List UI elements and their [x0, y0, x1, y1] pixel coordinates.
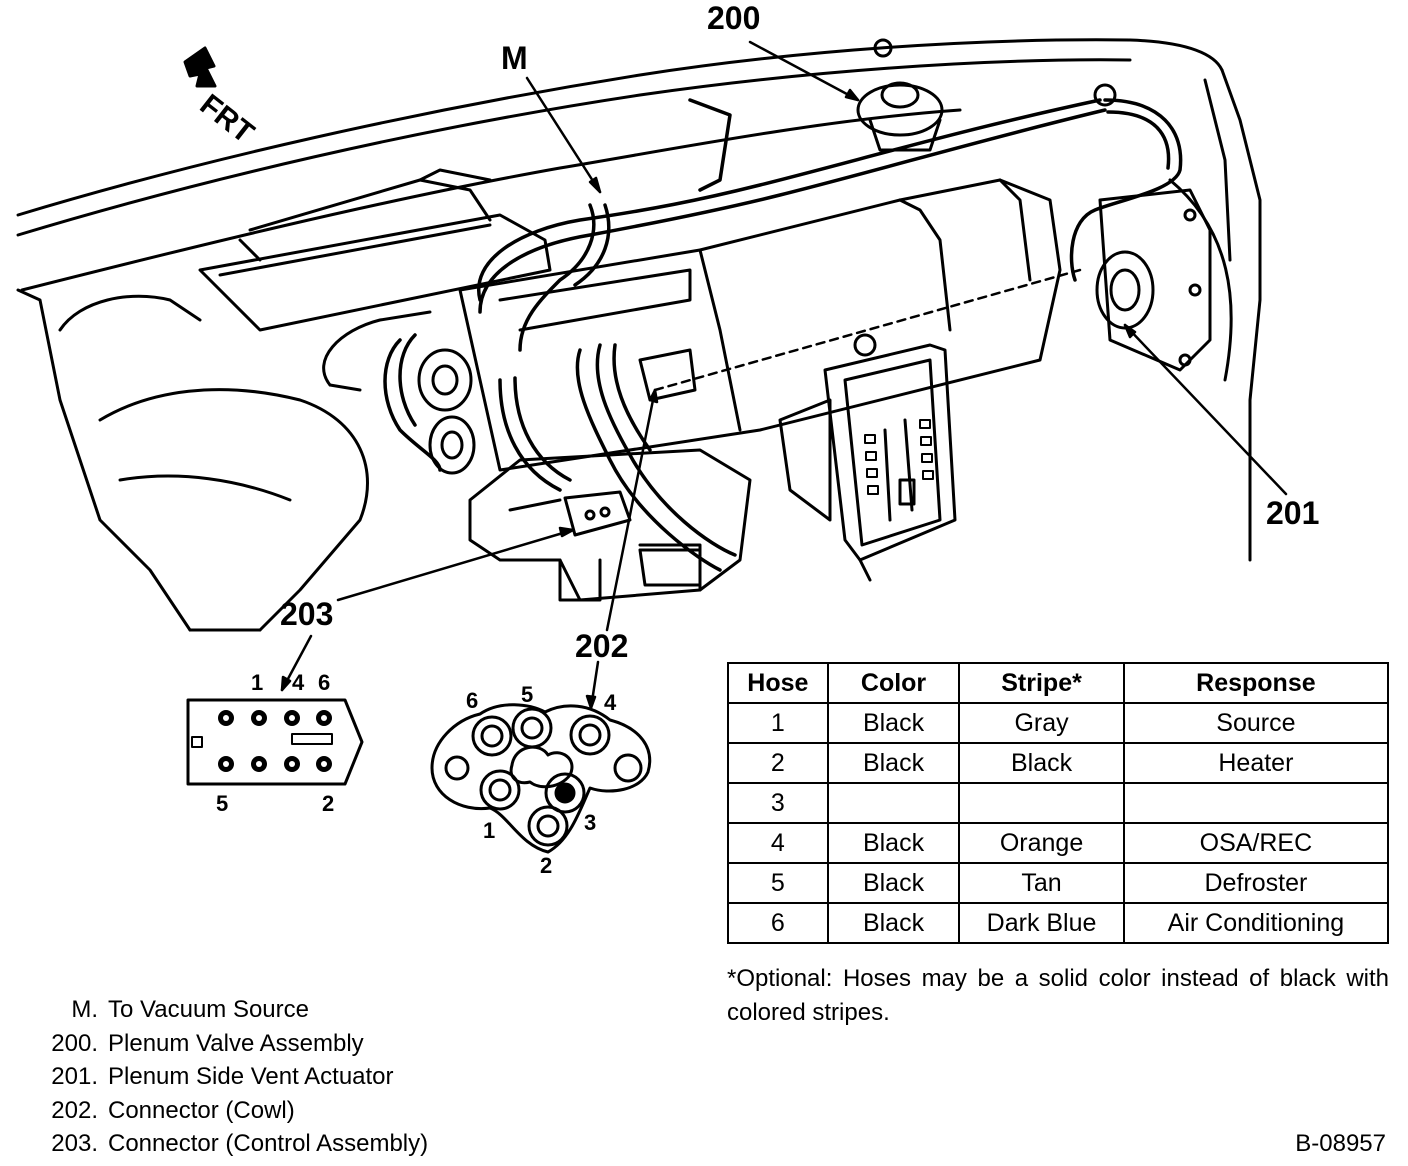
cell-response: Defroster — [1122, 862, 1390, 904]
header-color: Color — [826, 662, 961, 704]
leader-lines — [280, 40, 1288, 710]
cell-response: Source — [1122, 702, 1390, 744]
legend-number: M. — [71, 996, 98, 1023]
cell-response: Air Conditioning — [1122, 902, 1390, 944]
cell-hose: 6 — [727, 902, 829, 944]
connector-203-diagram — [186, 698, 364, 786]
callout-203: 203 — [280, 596, 334, 632]
legend-text: Connector (Control Assembly) — [108, 1130, 429, 1157]
legend-text: Plenum Side Vent Actuator — [108, 1063, 394, 1090]
plenum-side-vent-actuator — [1095, 188, 1212, 372]
legend-item: 201. Plenum Side Vent Actuator — [30, 1063, 428, 1097]
connector-203-pin-1: 1 — [251, 670, 264, 695]
table-header-row: Hose Color Stripe* Response — [727, 662, 1390, 704]
cell-response — [1122, 782, 1390, 824]
cell-stripe: Tan — [958, 862, 1125, 904]
connector-202-pin-6: 6 — [466, 688, 479, 713]
figure-reference: B-08957 — [1295, 1130, 1386, 1157]
connector-203-pin-5: 5 — [216, 791, 229, 816]
legend-item: 200. Plenum Valve Assembly — [30, 1030, 428, 1064]
connector-203-pin-2: 2 — [322, 791, 335, 816]
table-row: 2 Black Black Heater — [727, 742, 1390, 784]
table-row: 1 Black Gray Source — [727, 702, 1390, 744]
connector-203-pin-6: 6 — [318, 670, 331, 695]
header-stripe: Stripe* — [958, 662, 1125, 704]
vacuum-hoses — [383, 98, 1183, 572]
cell-hose: 4 — [727, 822, 829, 864]
connector-202-pin-1: 1 — [483, 818, 496, 843]
cell-stripe: Black — [958, 742, 1125, 784]
connector-202-pin-4: 4 — [604, 690, 617, 715]
cell-stripe — [958, 782, 1125, 824]
front-direction-arrow-icon — [183, 46, 217, 88]
table-footnote: *Optional: Hoses may be a solid color in… — [727, 965, 1389, 1026]
connector-202-diagram — [430, 703, 652, 854]
header-response: Response — [1122, 662, 1390, 704]
plenum-valve-assembly — [856, 38, 1117, 152]
vacuum-actuators — [417, 348, 697, 475]
legend-number: 200. — [51, 1029, 98, 1057]
cell-color: Black — [826, 742, 961, 784]
legend-item: M. To Vacuum Source — [30, 996, 428, 1030]
cell-stripe: Dark Blue — [958, 902, 1125, 944]
cell-response: OSA/REC — [1122, 822, 1390, 864]
legend-item: 202. Connector (Cowl) — [30, 1097, 428, 1131]
table-row: 3 — [727, 782, 1390, 824]
hose-color-table: Hose Color Stripe* Response 1 Black Gray… — [727, 662, 1390, 944]
legend-text: Connector (Cowl) — [108, 1096, 295, 1124]
callout-m: M — [501, 40, 528, 76]
callout-202: 202 — [575, 628, 629, 664]
cell-color: Black — [826, 902, 961, 944]
cell-stripe: Orange — [958, 822, 1125, 864]
cell-response: Heater — [1122, 742, 1390, 784]
connector-202-pin-3: 3 — [584, 810, 597, 835]
cell-hose: 3 — [727, 782, 829, 824]
legend-text: Plenum Valve Assembly — [108, 1029, 364, 1057]
dash-panel-outline — [16, 38, 1262, 632]
control-assembly-panel — [778, 333, 957, 582]
connector-202-pin-2: 2 — [540, 853, 553, 878]
legend-text: To Vacuum Source — [108, 996, 309, 1023]
legend-number: 203. — [51, 1130, 98, 1157]
cell-color: Black — [826, 862, 961, 904]
cell-hose: 1 — [727, 702, 829, 744]
connector-203-pin-4: 4 — [292, 670, 305, 695]
legend-number: 201. — [51, 1063, 98, 1090]
header-hose: Hose — [727, 662, 829, 704]
callout-200: 200 — [707, 0, 761, 36]
legend: M. To Vacuum Source 200. Plenum Valve As… — [30, 996, 428, 1164]
table-row: 6 Black Dark Blue Air Conditioning — [727, 902, 1390, 944]
callout-201: 201 — [1266, 495, 1320, 531]
cell-hose: 5 — [727, 862, 829, 904]
cell-color: Black — [826, 822, 961, 864]
cell-stripe: Gray — [958, 702, 1125, 744]
legend-number: 202. — [51, 1096, 98, 1124]
defroster-duct — [198, 168, 552, 392]
heater-ac-module — [458, 178, 1062, 602]
cell-color — [826, 782, 961, 824]
legend-item: 203. Connector (Control Assembly) — [30, 1130, 428, 1164]
connector-202-pin-5: 5 — [521, 682, 534, 707]
table-row: 4 Black Orange OSA/REC — [727, 822, 1390, 864]
cell-hose: 2 — [727, 742, 829, 784]
cell-color: Black — [826, 702, 961, 744]
table-row: 5 Black Tan Defroster — [727, 862, 1390, 904]
